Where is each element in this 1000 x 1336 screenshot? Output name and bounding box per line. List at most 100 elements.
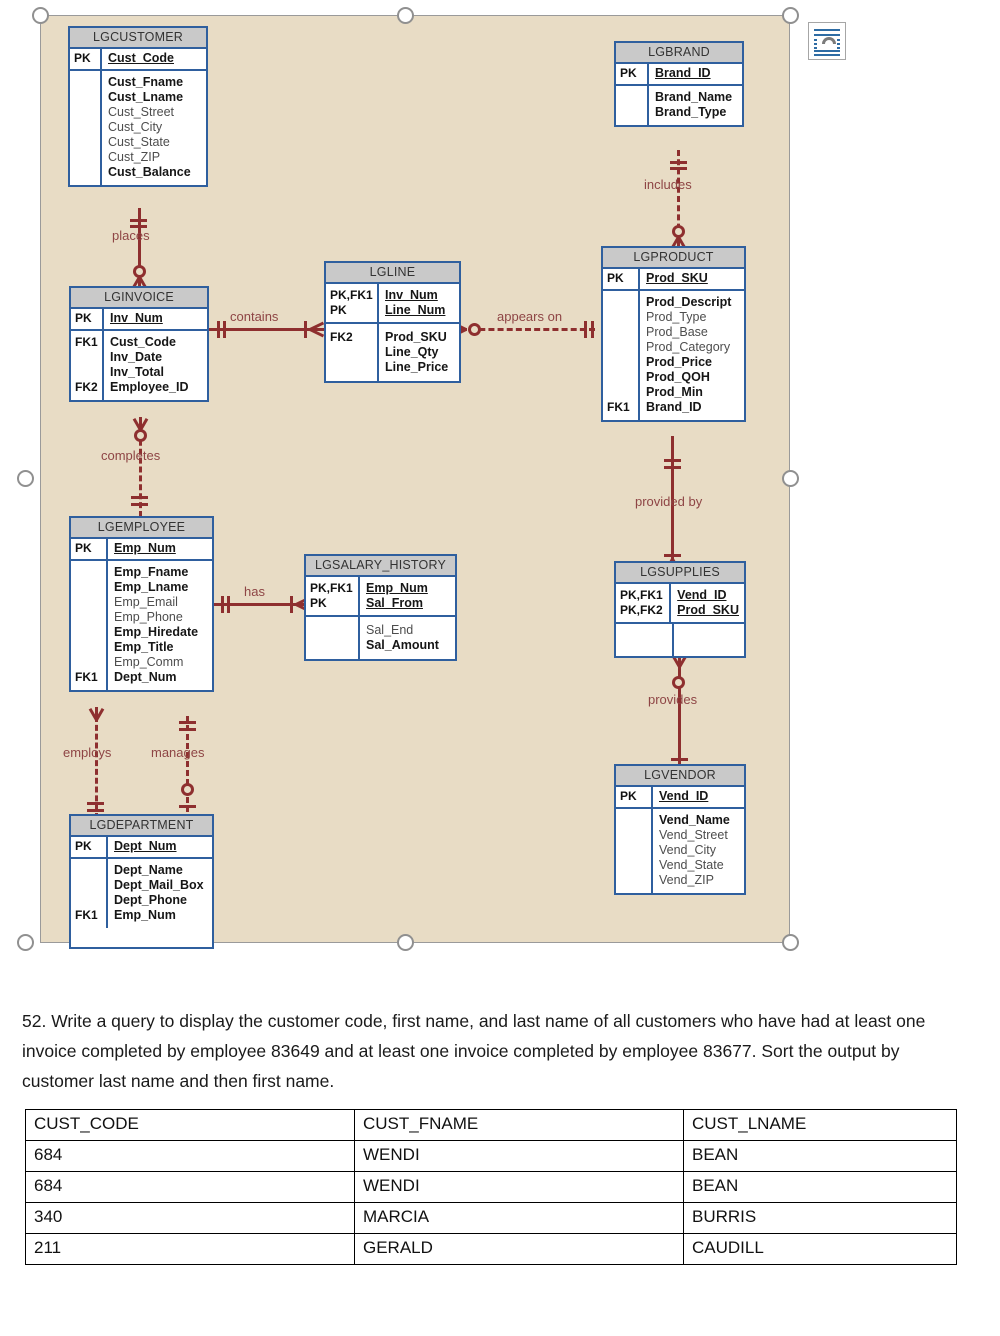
- rel-label-employs: employs: [63, 745, 112, 760]
- entity-attr: Dept_Num: [114, 670, 177, 684]
- rel-label-completes: completes: [101, 448, 161, 463]
- resize-handle-middle-right[interactable]: [782, 470, 799, 487]
- entity-attr: Prod_Base: [646, 325, 708, 339]
- rel-tick: [591, 321, 594, 338]
- entity-attr: Line_Qty: [385, 345, 439, 359]
- entity-lgvendor[interactable]: LGVENDOR PK Vend_ID Vend_Name Vend_Stree…: [614, 764, 746, 895]
- entity-key: [75, 350, 99, 365]
- table-header-cell: CUST_CODE: [25, 1109, 355, 1141]
- entity-attr: Emp_Hiredate: [114, 625, 199, 639]
- resize-handle-top-center[interactable]: [397, 7, 414, 24]
- table-cell: BURRIS: [683, 1202, 957, 1234]
- rel-optional-circle: [672, 225, 685, 238]
- entity-attr: Emp_Comm: [114, 655, 184, 669]
- rel-line-manages: [186, 716, 189, 821]
- entity-title: LGPRODUCT: [603, 248, 744, 269]
- rel-tick: [670, 161, 687, 164]
- entity-title: LGINVOICE: [71, 288, 207, 309]
- rel-line-employs: [95, 716, 98, 819]
- resize-handle-middle-left[interactable]: [17, 470, 34, 487]
- entity-attr: Prod_Price: [646, 355, 713, 369]
- entity-attr: Sal_From: [366, 596, 423, 610]
- entity-attr: Emp_Num: [114, 908, 176, 922]
- rel-line-appears-on: [461, 328, 595, 331]
- entity-attr: Prod_Descript: [646, 295, 732, 309]
- resize-handle-bottom-left[interactable]: [17, 934, 34, 951]
- entity-title: LGDEPARTMENT: [71, 816, 212, 837]
- rel-tick: [179, 805, 196, 808]
- entity-lginvoice[interactable]: LGINVOICE PK Inv_Num FK1 FK2 Cust_Code I…: [69, 286, 209, 402]
- rel-tick: [671, 758, 688, 761]
- entity-key: PK: [620, 789, 637, 803]
- entity-key: PK: [75, 541, 92, 555]
- entity-title: LGSUPPLIES: [616, 563, 744, 584]
- entity-key: PK: [74, 51, 91, 65]
- entity-lgdepartment[interactable]: LGDEPARTMENT PK Dept_Num FK1 Dept_Name D…: [69, 814, 214, 949]
- entity-key: [75, 365, 99, 380]
- rel-label-appears-on: appears on: [497, 309, 563, 324]
- entity-attr: Emp_Phone: [114, 610, 183, 624]
- rel-tick: [130, 225, 147, 228]
- entity-attr: Vend_City: [659, 843, 716, 857]
- entity-lgproduct[interactable]: LGPRODUCT PK Prod_SKU FK1 Prod_Descript …: [601, 246, 746, 422]
- entity-attr: Vend_Street: [659, 828, 728, 842]
- entity-attr: Prod_SKU: [646, 271, 708, 285]
- entity-lgbrand[interactable]: LGBRAND PK Brand_ID Brand_Name Brand_Typ…: [614, 41, 744, 127]
- erd-diagram-image[interactable]: places includes contains appears on comp…: [40, 15, 790, 949]
- entity-attr: Brand_Type: [655, 105, 727, 119]
- entity-title: LGEMPLOYEE: [71, 518, 212, 539]
- rel-label-includes: includes: [644, 177, 692, 192]
- entity-attr: Line_Price: [385, 360, 449, 374]
- entity-attr: Prod_Min: [646, 385, 703, 399]
- entity-attr: Cust_Code: [110, 335, 176, 349]
- rel-crowfoot: [131, 277, 148, 290]
- entity-key: PK: [620, 66, 637, 80]
- table-cell: 340: [25, 1202, 355, 1234]
- resize-handle-top-right[interactable]: [782, 7, 799, 24]
- entity-attr: Vend_ID: [677, 588, 727, 602]
- table-header-cell: CUST_LNAME: [683, 1109, 957, 1141]
- entity-attr: Inv_Num: [385, 288, 438, 302]
- rel-tick: [664, 466, 681, 469]
- entity-attr: Cust_City: [108, 120, 163, 134]
- entity-attr: Inv_Date: [110, 350, 163, 364]
- entity-attr: Emp_Fname: [114, 565, 189, 579]
- rel-label-places: places: [112, 228, 150, 243]
- table-cell: CAUDILL: [683, 1233, 957, 1265]
- entity-key: FK2: [75, 380, 98, 394]
- entity-title: LGSALARY_HISTORY: [306, 556, 455, 577]
- entity-key: FK1: [75, 335, 98, 349]
- rel-tick: [131, 503, 148, 506]
- entity-attr: Cust_Lname: [108, 90, 184, 104]
- layout-options-icon[interactable]: [808, 22, 846, 60]
- rel-tick: [179, 728, 196, 731]
- entity-key: FK2: [330, 330, 353, 344]
- entity-lgemployee[interactable]: LGEMPLOYEE PK Emp_Num FK1 Emp_Fname Emp_…: [69, 516, 214, 692]
- rel-label-provided-by: provided by: [635, 494, 703, 509]
- entity-lgcustomer[interactable]: LGCUSTOMER PK Cust_Code Cust_Fname Cust_…: [68, 26, 208, 187]
- entity-title: LGCUSTOMER: [70, 28, 206, 49]
- table-cell: WENDI: [354, 1140, 684, 1172]
- resize-handle-top-left[interactable]: [32, 7, 49, 24]
- table-cell: 684: [25, 1171, 355, 1203]
- entity-attr: Prod_Category: [646, 340, 731, 354]
- entity-attr: Emp_Email: [114, 595, 178, 609]
- entity-attr: Cust_Street: [108, 105, 175, 119]
- resize-handle-bottom-center[interactable]: [397, 934, 414, 951]
- rel-crowfoot: [296, 596, 311, 613]
- entity-attr: Brand_Name: [655, 90, 733, 104]
- entity-attr: Cust_State: [108, 135, 170, 149]
- resize-handle-bottom-right[interactable]: [782, 934, 799, 951]
- rel-tick: [227, 596, 230, 613]
- rel-tick: [179, 721, 196, 724]
- rel-tick: [584, 321, 587, 338]
